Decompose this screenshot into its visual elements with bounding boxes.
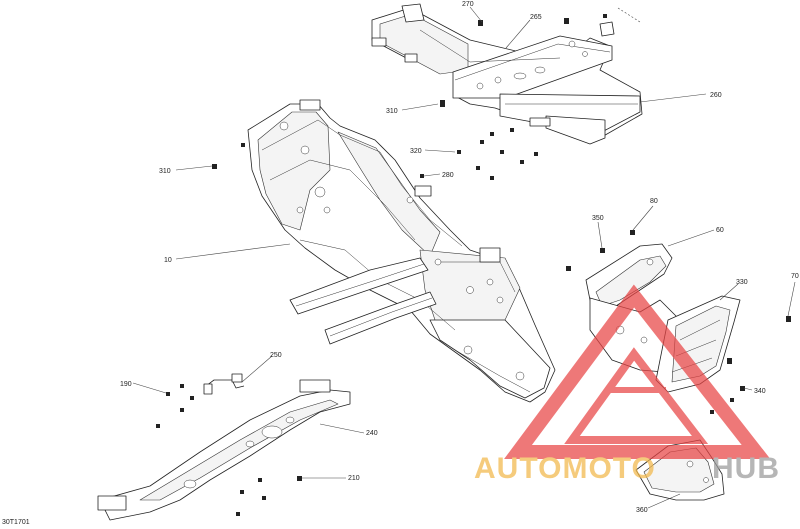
callout-310-left: 310: [159, 168, 171, 175]
callout-190: 190: [120, 381, 132, 388]
callout-250: 250: [270, 352, 282, 359]
callout-60: 60: [716, 227, 724, 234]
callout-280: 280: [442, 172, 454, 179]
automotohub-watermark-logo: AUTOMOTO HUB: [474, 284, 780, 485]
callout-340: 340: [754, 388, 766, 395]
callout-360: 360: [636, 507, 648, 514]
leader-lines: [132, 6, 796, 509]
watermark-text-automoto: AUTOMOTO: [474, 452, 656, 485]
watermark-text-hub: HUB: [712, 452, 780, 485]
rear-subframe-part: [371, 3, 643, 145]
callout-330: 330: [736, 279, 748, 286]
callout-265: 265: [530, 14, 542, 21]
callout-320: 320: [410, 148, 422, 155]
callout-70: 70: [791, 273, 799, 280]
figure-code: 30T1701: [2, 519, 30, 526]
frame-side-rails-part: [289, 257, 437, 345]
callout-260: 260: [710, 92, 722, 99]
fastener-nuts: [156, 100, 791, 516]
callout-10: 10: [164, 257, 172, 264]
callout-210: 210: [348, 475, 360, 482]
callout-labels: 270 265 260 310 320 280 310 10 80 350 60…: [120, 1, 799, 514]
bracket-250-part: [203, 373, 245, 395]
callout-310-upper: 310: [386, 108, 398, 115]
callout-80: 80: [650, 198, 658, 205]
callout-240: 240: [366, 430, 378, 437]
lower-side-rail-part: [97, 379, 351, 521]
callout-270: 270: [462, 1, 474, 8]
main-frame-part: [247, 99, 556, 403]
callout-350: 350: [592, 215, 604, 222]
